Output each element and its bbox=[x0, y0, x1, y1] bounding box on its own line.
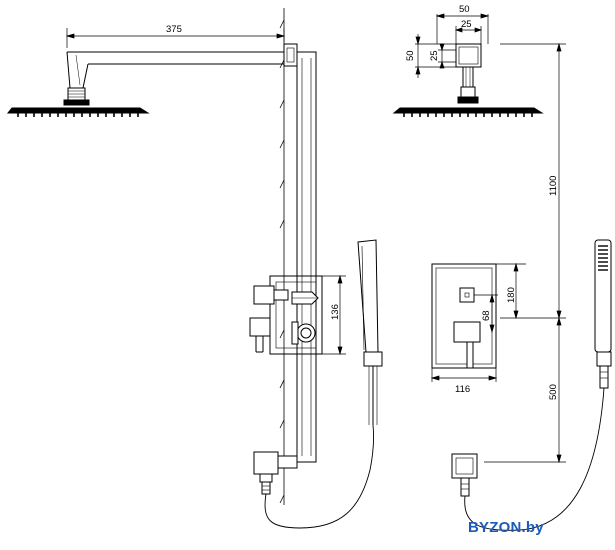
side-view: 375 bbox=[6, 8, 383, 529]
dim-vertical-total bbox=[484, 42, 566, 464]
dim-bracket-width-label: 50 bbox=[459, 4, 470, 15]
dim-bracket-height-label: 50 bbox=[405, 50, 416, 61]
dim-panel-half-label: 180 bbox=[506, 287, 517, 303]
dim-outlet-height-label: 500 bbox=[548, 384, 559, 400]
front-view: 50 25 50 25 bbox=[392, 4, 612, 531]
shower-hose-side bbox=[264, 424, 374, 529]
dim-column-height-label: 1100 bbox=[548, 176, 559, 196]
wall-outlet-elbow bbox=[253, 451, 298, 495]
byzon-watermark: BYZON.by bbox=[468, 519, 544, 536]
dim-panel-width bbox=[430, 368, 498, 382]
dim-arm-length bbox=[65, 28, 286, 48]
top-wall-bracket bbox=[283, 43, 298, 67]
dim-mixer-spacing bbox=[322, 274, 346, 356]
dim-bracket-inner-width-label: 25 bbox=[461, 19, 472, 30]
dim-panel-width-label: 116 bbox=[455, 384, 470, 395]
wall-outlet-front bbox=[451, 453, 478, 497]
diverter-upper bbox=[253, 285, 319, 305]
concealed-mixer-box bbox=[269, 275, 323, 355]
dim-panel-half bbox=[496, 262, 526, 320]
shower-arm bbox=[66, 51, 284, 89]
mixer-lever-front bbox=[453, 321, 481, 343]
diverter-knob-front bbox=[459, 287, 475, 303]
wall-hatch bbox=[279, 8, 285, 505]
top-bracket-front bbox=[455, 43, 482, 88]
overhead-shower-front bbox=[392, 86, 544, 117]
dim-bracket-inner-height-label: 25 bbox=[429, 50, 440, 61]
dim-arm-length-label: 375 bbox=[166, 24, 182, 35]
watermark-domain: .by bbox=[521, 519, 544, 536]
dim-bracket bbox=[415, 13, 490, 78]
dim-mixer-spacing-label: 136 bbox=[330, 304, 341, 320]
watermark-name: BYZON bbox=[468, 519, 522, 536]
shower-column bbox=[296, 51, 317, 463]
mixer-control-panel bbox=[431, 263, 497, 369]
dim-knob-offset bbox=[474, 293, 498, 334]
hand-shower-side bbox=[357, 239, 383, 425]
mixer-lever-side bbox=[249, 317, 316, 353]
hand-shower-front bbox=[594, 239, 612, 389]
dim-knob-offset-label: 68 bbox=[481, 310, 492, 321]
shower-hose-front bbox=[464, 387, 605, 531]
overhead-shower-head bbox=[6, 87, 150, 117]
